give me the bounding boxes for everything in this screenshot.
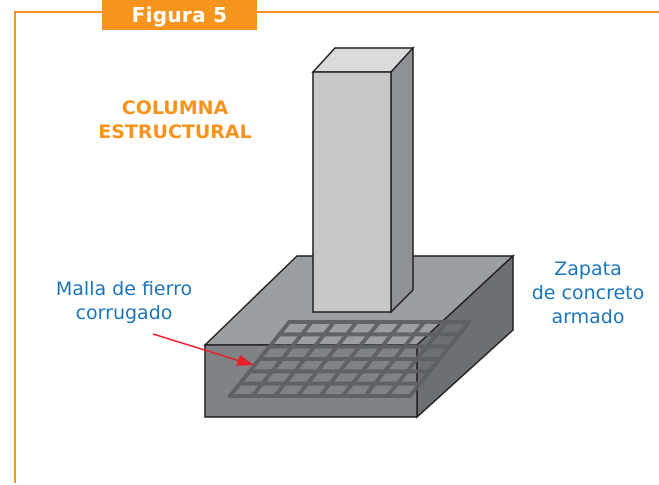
- rebar-mesh: [228, 320, 472, 398]
- rebar-bar-diagonal: [228, 320, 292, 398]
- column-front-face: [312, 71, 392, 313]
- rebar-bar-diagonal: [273, 320, 337, 398]
- column-side-face: [390, 46, 414, 314]
- column-label: COLUMNA ESTRUCTURAL: [60, 96, 290, 144]
- figure-tag: Figura 5: [102, 0, 257, 30]
- rebar-bar-diagonal: [408, 320, 472, 398]
- footing-label-line3: armado: [551, 306, 625, 328]
- mesh-arrow-line: [152, 333, 241, 362]
- mesh-arrow-head: [236, 355, 254, 366]
- rebar-bar-diagonal: [318, 320, 382, 398]
- mesh-label-line1: Malla de fierro: [55, 278, 193, 300]
- footing-label: Zapata de concreto armado: [520, 257, 656, 329]
- column-label-line2: ESTRUCTURAL: [98, 121, 252, 143]
- mesh-label-line2: corrugado: [75, 302, 173, 324]
- rebar-bar-diagonal: [340, 320, 404, 398]
- rebar-bar-diagonal: [385, 320, 449, 398]
- frame-left-line: [14, 11, 102, 483]
- mesh-label: Malla de fierro corrugado: [24, 277, 224, 325]
- footing-label-line2: de concreto: [531, 282, 645, 304]
- rebar-bar-diagonal: [250, 320, 314, 398]
- footing-label-line1: Zapata: [554, 258, 622, 280]
- rebar-bar-diagonal: [295, 320, 359, 398]
- rebar-bar-diagonal: [363, 320, 427, 398]
- column-label-line1: COLUMNA: [121, 97, 229, 119]
